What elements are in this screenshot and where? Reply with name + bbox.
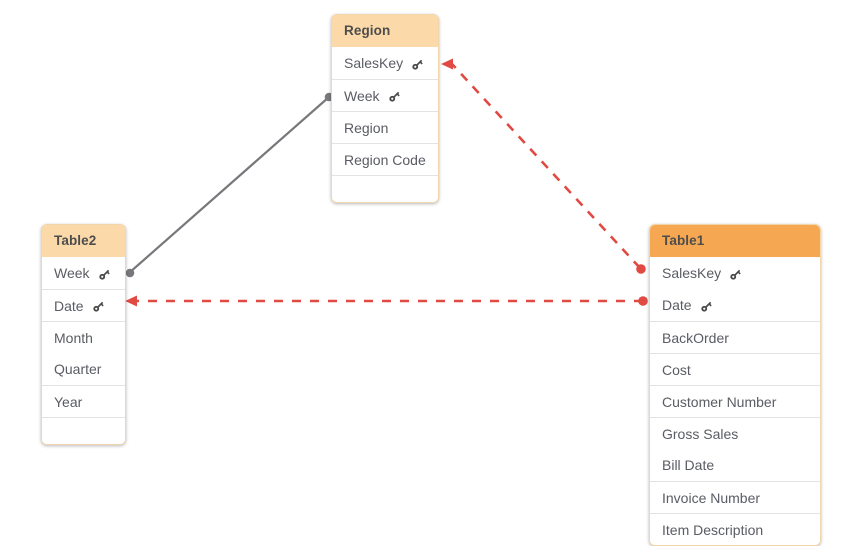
field-label: Customer Number <box>662 393 777 410</box>
field-row[interactable]: Date <box>42 289 125 321</box>
field-row[interactable]: Region <box>332 111 438 143</box>
field-row[interactable]: Item Description <box>650 513 820 545</box>
key-icon <box>97 267 112 282</box>
field-label: Week <box>54 265 90 281</box>
field-row[interactable]: Date <box>650 289 820 321</box>
field-row[interactable]: Month <box>42 321 125 353</box>
field-label: Cost <box>662 361 691 378</box>
field-row[interactable]: Week <box>42 257 125 289</box>
field-label: Item Description <box>662 521 764 538</box>
field-label: Invoice Number <box>662 489 761 506</box>
date-link-endpoint-table1 <box>638 296 648 306</box>
field-row[interactable]: Week <box>332 79 438 111</box>
week-link-endpoint-table2 <box>125 268 135 278</box>
association-date-link[interactable] <box>125 295 648 307</box>
field-label: Bill Date <box>662 457 715 473</box>
field-label: SalesKey <box>662 265 722 281</box>
field-row[interactable]: Invoice Number <box>650 481 820 513</box>
key-icon <box>699 299 714 314</box>
field-row[interactable]: SalesKey <box>332 47 438 79</box>
field-row[interactable]: Quarter <box>42 353 125 385</box>
table-blank-row <box>332 175 438 202</box>
field-label: SalesKey <box>344 55 404 71</box>
table-title-region[interactable]: Region <box>332 15 438 47</box>
field-label: Gross Sales <box>662 425 739 442</box>
field-row[interactable]: Year <box>42 385 125 417</box>
field-row[interactable]: Gross Sales <box>650 417 820 449</box>
field-label: Date <box>662 297 692 313</box>
field-row[interactable]: Cost <box>650 353 820 385</box>
field-label: BackOrder <box>662 329 729 346</box>
field-row[interactable]: Region Code <box>332 143 438 175</box>
field-label: Year <box>54 393 83 410</box>
field-label: Quarter <box>54 361 102 377</box>
field-label: Date <box>54 297 84 314</box>
table-title-table2[interactable]: Table2 <box>42 225 125 257</box>
key-icon <box>728 267 743 282</box>
field-row[interactable]: Bill Date <box>650 449 820 481</box>
key-icon <box>410 57 425 72</box>
association-week-link[interactable] <box>125 92 334 278</box>
field-label: Region Code <box>344 151 426 168</box>
field-label: Week <box>344 87 380 104</box>
date-link-arrow-table2 <box>125 295 137 307</box>
field-label: Month <box>54 329 93 346</box>
table-blank-row <box>42 417 125 444</box>
saleskey-link-arrow-region <box>441 58 453 70</box>
association-saleskey-link[interactable] <box>441 58 646 274</box>
saleskey-link-endpoint-table1 <box>636 264 646 274</box>
key-icon <box>91 299 106 314</box>
week-link-line <box>127 95 331 275</box>
field-label: Region <box>344 119 389 136</box>
saleskey-link-line <box>451 63 641 269</box>
field-row[interactable]: BackOrder <box>650 321 820 353</box>
table-title-table1[interactable]: Table1 <box>650 225 820 257</box>
key-icon <box>387 89 402 104</box>
field-row[interactable]: SalesKey <box>650 257 820 289</box>
field-row[interactable]: Customer Number <box>650 385 820 417</box>
